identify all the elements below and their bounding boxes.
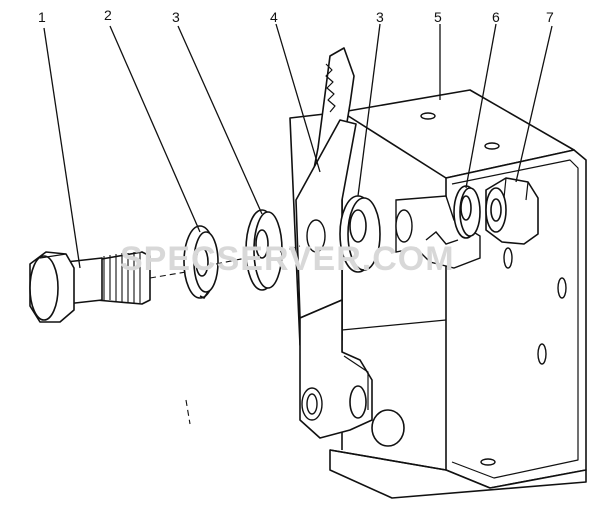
- callout-labels: 1 2 3 4 3 5 6 7: [38, 7, 554, 25]
- split-washer-part-2: [183, 225, 219, 300]
- bolt-part-1: [29, 251, 151, 323]
- flat-washer-part-3-right: [339, 195, 381, 273]
- lever-holes: [301, 219, 326, 421]
- callout-1: 1: [38, 9, 46, 25]
- callout-6: 6: [492, 9, 500, 25]
- callout-4: 4: [270, 9, 278, 25]
- flat-washer-part-3-left: [245, 209, 283, 291]
- hex-nut-part-7: [485, 177, 539, 245]
- callout-2: 2: [104, 7, 112, 23]
- ratchet-plate: [395, 195, 481, 269]
- bracket-holes: [420, 112, 567, 466]
- leader-lines: [43, 23, 553, 269]
- callout-7: 7: [546, 9, 554, 25]
- assembly-axis-lines: [149, 245, 301, 425]
- callout-3-left: 3: [172, 9, 180, 25]
- watermark-text: SPECSERVER.COM: [120, 240, 455, 278]
- callout-3-right: 3: [376, 9, 384, 25]
- washer-part-6: [453, 185, 481, 239]
- callout-5: 5: [434, 9, 442, 25]
